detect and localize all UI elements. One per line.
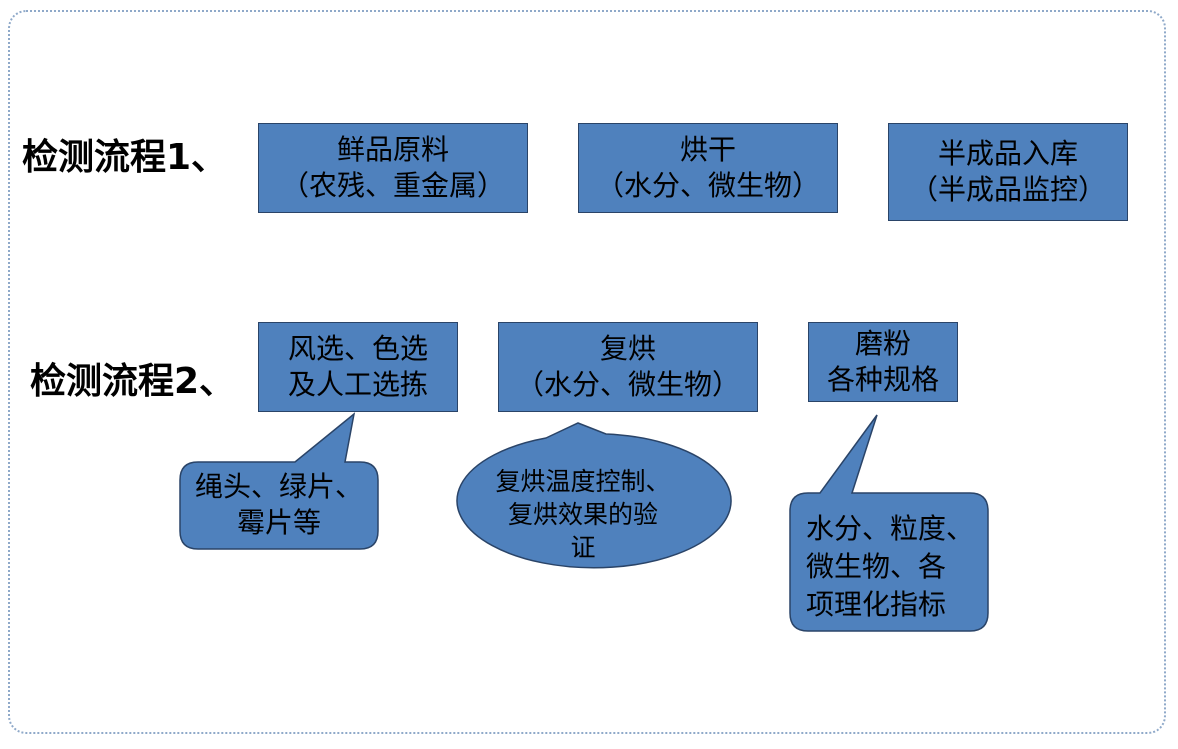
callout-grinding-line3: 项理化指标 xyxy=(806,588,947,621)
flow1-step-fresh-material: 鲜品原料 （农残、重金属） xyxy=(258,123,528,213)
flow1-step-drying-detail: （水分、微生物） xyxy=(595,169,820,202)
flow2-label: 检测流程2、 xyxy=(30,361,236,402)
flow1-step-semi-finished-storage: 半成品入库 （半成品监控） xyxy=(888,123,1128,221)
callout-redrying-shape xyxy=(456,422,732,569)
dotted-frame xyxy=(8,10,1166,734)
callout-redrying-line2: 复烘效果的验 xyxy=(507,500,658,529)
flow1-step-semi-finished-title: 半成品入库 xyxy=(937,137,1078,170)
callout-grinding-line1: 水分、粒度、 xyxy=(806,512,975,545)
callout-sorting-text: 绳头、绿片、 霉片等 xyxy=(180,469,378,541)
flow1-label: 检测流程1、 xyxy=(22,137,228,178)
flow1-step-fresh-material-detail: （农残、重金属） xyxy=(280,169,505,202)
callout-sorting-shape xyxy=(179,412,379,550)
flow2-step-redrying-title: 复烘 xyxy=(599,332,656,365)
flow2-step-sorting: 风选、色选 及人工选拣 xyxy=(258,322,458,412)
flow1-step-semi-finished-detail: （半成品监控） xyxy=(909,173,1106,206)
flow1-step-drying-title: 烘干 xyxy=(679,133,736,166)
flow1-step-drying: 烘干 （水分、微生物） xyxy=(578,123,838,213)
flow2-step-grinding-detail: 各种规格 xyxy=(826,363,939,396)
callout-sorting-line2: 霉片等 xyxy=(236,506,321,539)
callout-redrying-line1: 复烘温度控制、 xyxy=(495,467,671,496)
callout-redrying-line3: 证 xyxy=(570,533,596,562)
callout-grinding-shape xyxy=(789,414,989,632)
callout-sorting-line1: 绳头、绿片、 xyxy=(194,470,363,503)
flow2-step-sorting-line1: 风选、色选 xyxy=(287,332,428,365)
flow2-step-grinding-title: 磨粉 xyxy=(854,327,911,360)
callout-grinding-line2: 微生物、各 xyxy=(806,550,947,583)
flow2-step-redrying: 复烘 （水分、微生物） xyxy=(498,322,758,412)
flow2-step-sorting-line2: 及人工选拣 xyxy=(287,368,428,401)
flow2-step-redrying-detail: （水分、微生物） xyxy=(515,368,740,401)
flow1-step-fresh-material-title: 鲜品原料 xyxy=(336,133,449,166)
callout-redrying-text: 复烘温度控制、 复烘效果的验 证 xyxy=(468,465,698,564)
flow2-step-grinding: 磨粉 各种规格 xyxy=(808,322,958,402)
callout-grinding-text: 水分、粒度、 微生物、各 项理化指标 xyxy=(806,510,986,624)
